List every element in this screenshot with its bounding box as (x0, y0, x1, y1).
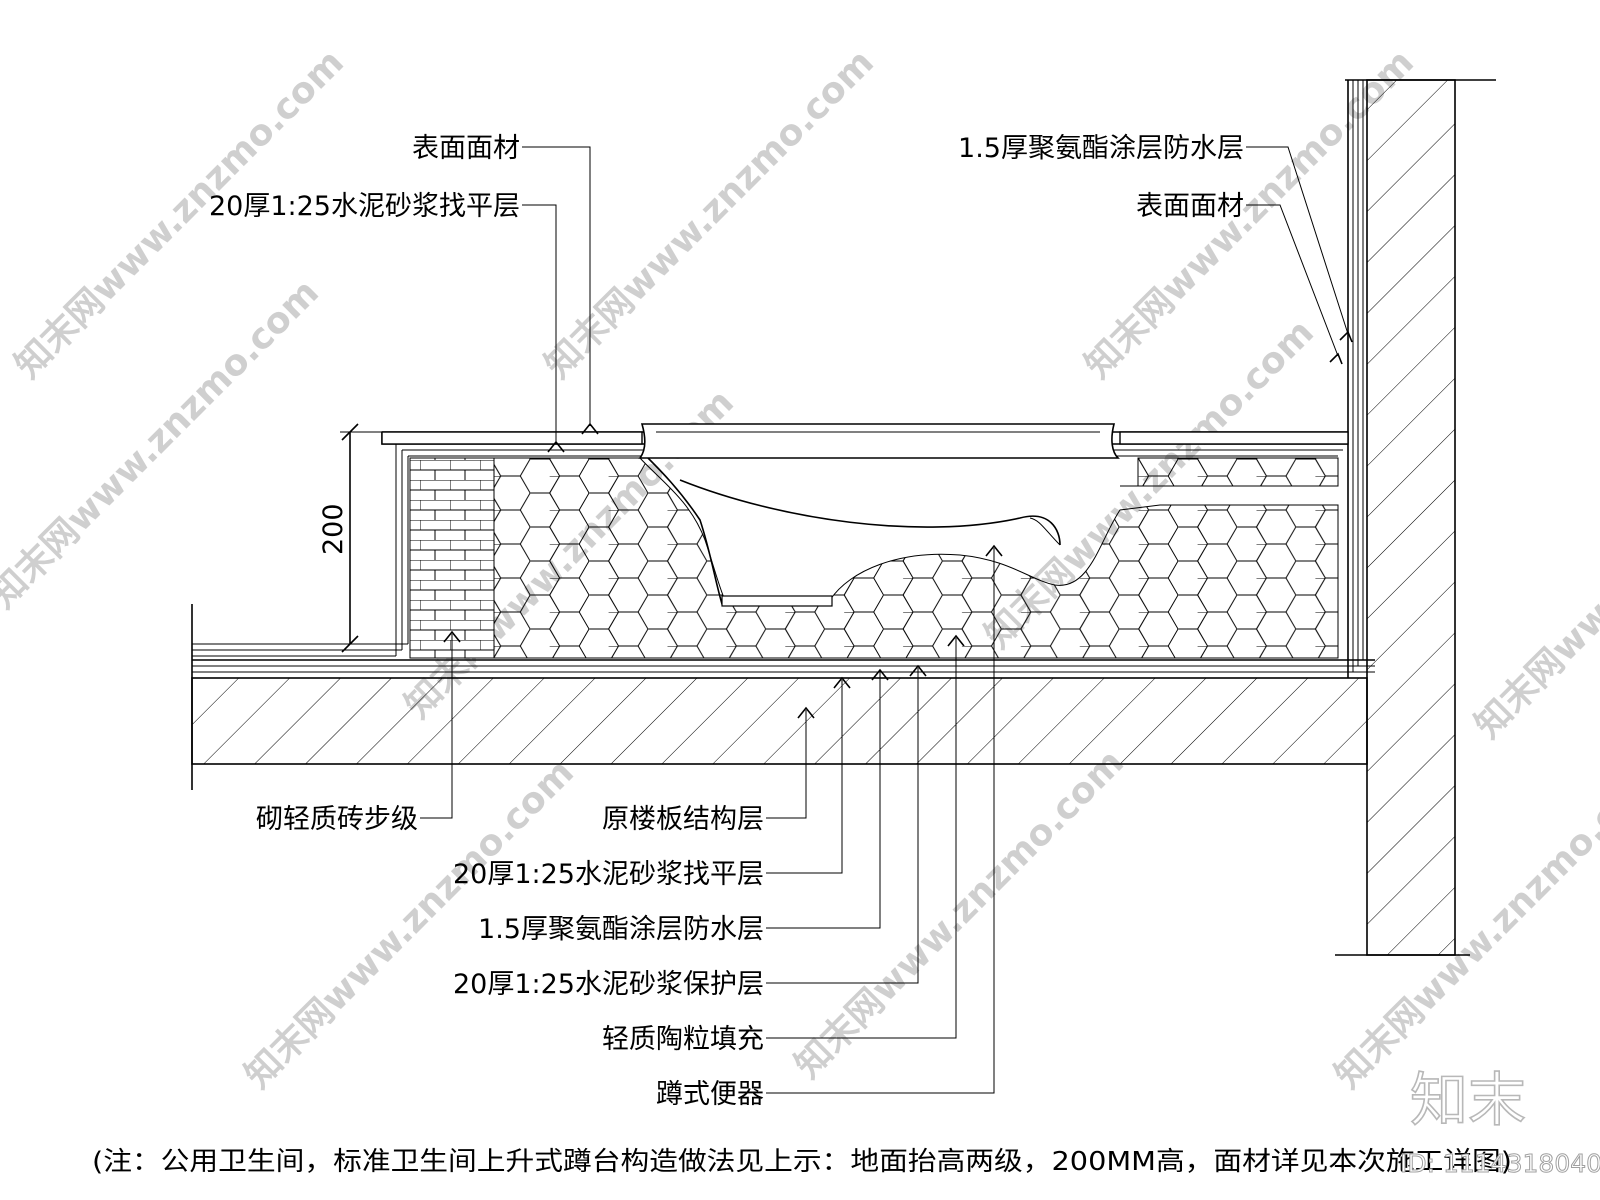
label-squat-toilet: 蹲式便器 (656, 1079, 764, 1110)
image-id: ID: 1114318040 (1400, 1149, 1600, 1178)
label-surface-finish-top: 表面面材 (412, 133, 520, 164)
dimension-200: 200 (318, 423, 392, 653)
watermark-text: 知末网www.znzmo.com (537, 42, 881, 386)
leader-lines (420, 146, 1353, 1094)
label-waterproof-layer: 1.5厚聚氨酯涂层防水层 (478, 914, 764, 945)
label-protective-layer: 20厚1:25水泥砂浆保护层 (453, 969, 764, 1000)
raised-platform (381, 431, 1349, 659)
label-leveling-layer: 20厚1:25水泥砂浆找平层 (453, 859, 764, 890)
dimension-value: 200 (318, 503, 349, 555)
squat-toilet (638, 423, 1120, 607)
label-waterproof-layer-wall: 1.5厚聚氨酯涂层防水层 (958, 133, 1244, 164)
watermark-text: 知末网www.znzmo.com (1467, 402, 1600, 746)
label-surface-finish-wall: 表面面材 (1136, 191, 1244, 222)
floor-slab (191, 604, 1375, 790)
drawing-note: (注：公用卫生间，标准卫生间上升式蹲台构造做法见上示：地面抬高两级，200MM高… (92, 1147, 1512, 1177)
label-leveling-layer-top: 20厚1:25水泥砂浆找平层 (209, 191, 520, 222)
lower-floor-layers (192, 643, 408, 657)
label-structural-slab: 原楼板结构层 (602, 804, 764, 835)
watermark-text: 知末网www.znzmo.com (787, 742, 1131, 1086)
brand-logo: 知末 (1410, 1066, 1526, 1134)
label-ceramsite-fill: 轻质陶粒填充 (602, 1024, 764, 1055)
labels: 表面面材 20厚1:25水泥砂浆找平层 1.5厚聚氨酯涂层防水层 表面面材 砌轻… (209, 133, 1244, 1110)
right-wall (1335, 79, 1496, 956)
label-brick-step: 砌轻质砖步级 (256, 804, 418, 835)
